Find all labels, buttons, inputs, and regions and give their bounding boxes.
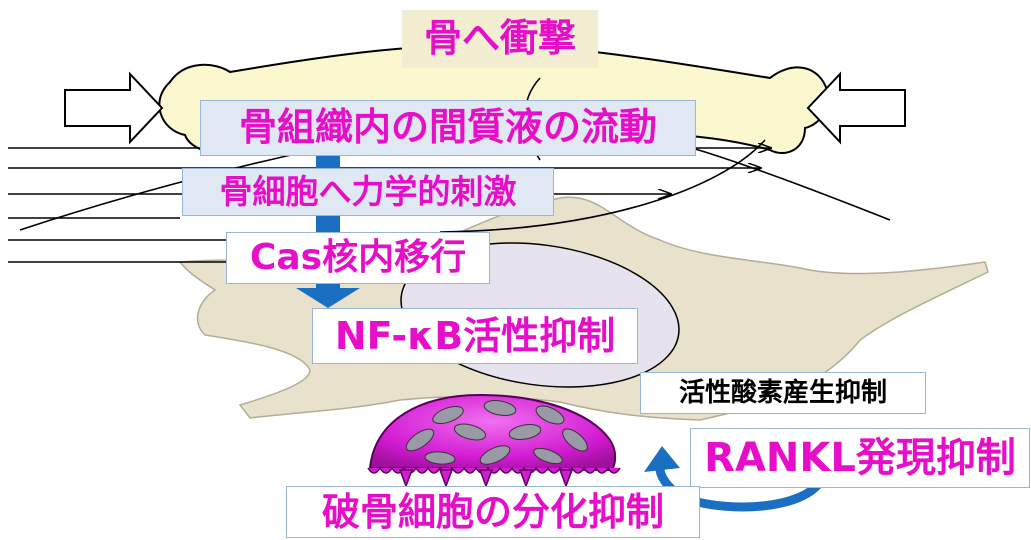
mechanical-stimulus-label: 骨細胞へ力学的刺激: [182, 168, 554, 216]
impact-label: 骨へ衝撃: [402, 10, 598, 68]
right-force-arrow: [806, 71, 906, 145]
nfkb-suppression-label: NF-κB活性抑制: [312, 308, 638, 364]
osteoclast-suppression-label: 破骨細胞の分化抑制: [286, 486, 700, 538]
left-force-arrow: [64, 71, 164, 145]
cas-translocation-label: Cas核内移行: [226, 232, 490, 284]
ros-suppression-label: 活性酸素産生抑制: [640, 372, 926, 414]
osteoclast: [367, 393, 621, 489]
inhibition-arrow: [644, 446, 825, 512]
rankl-suppression-label: RANKL発現抑制: [690, 428, 1030, 488]
fluid-flow-label: 骨組織内の間質液の流動: [200, 100, 696, 156]
